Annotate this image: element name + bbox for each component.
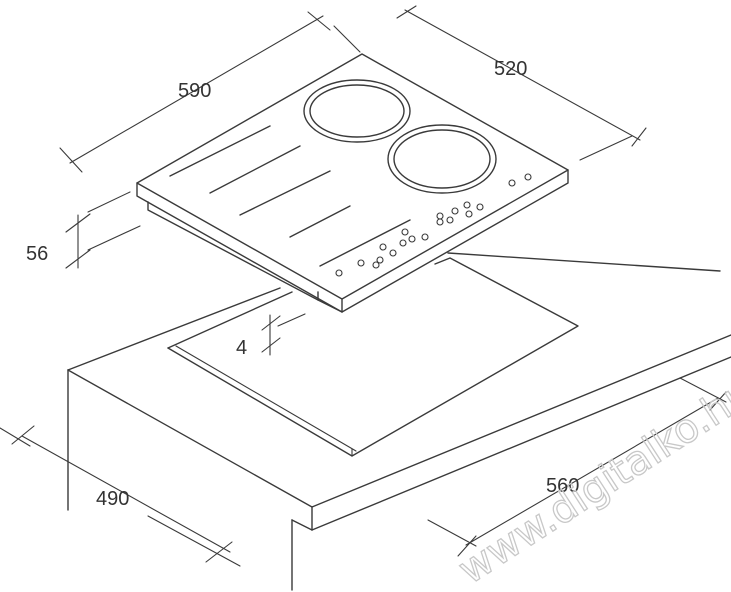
control-panel (335, 173, 532, 277)
dimension-label-520: 520 (494, 58, 527, 80)
hob (136, 53, 569, 313)
watermark: www.digitalko.hu (450, 369, 731, 592)
dimension-hob-depth: 520 (396, 5, 647, 161)
cooking-zone-front (387, 124, 497, 194)
dimension-label-560: 560 (546, 475, 579, 497)
dimension-label-56: 56 (26, 243, 48, 265)
dimension-label-590: 590 (178, 80, 211, 102)
dimension-cutout-width: 560 (427, 377, 727, 557)
dimension-cutout-depth: 490 (0, 425, 241, 567)
countertop (67, 252, 731, 591)
cutout-opening (167, 257, 579, 457)
dimension-gap: 4 (236, 313, 306, 359)
dimension-hob-width: 590 (59, 11, 361, 173)
dimension-label-4: 4 (236, 337, 247, 359)
dimension-label-490: 490 (96, 488, 129, 510)
cooking-zone-rear (303, 79, 411, 143)
dimension-hob-height: 56 (26, 191, 141, 269)
